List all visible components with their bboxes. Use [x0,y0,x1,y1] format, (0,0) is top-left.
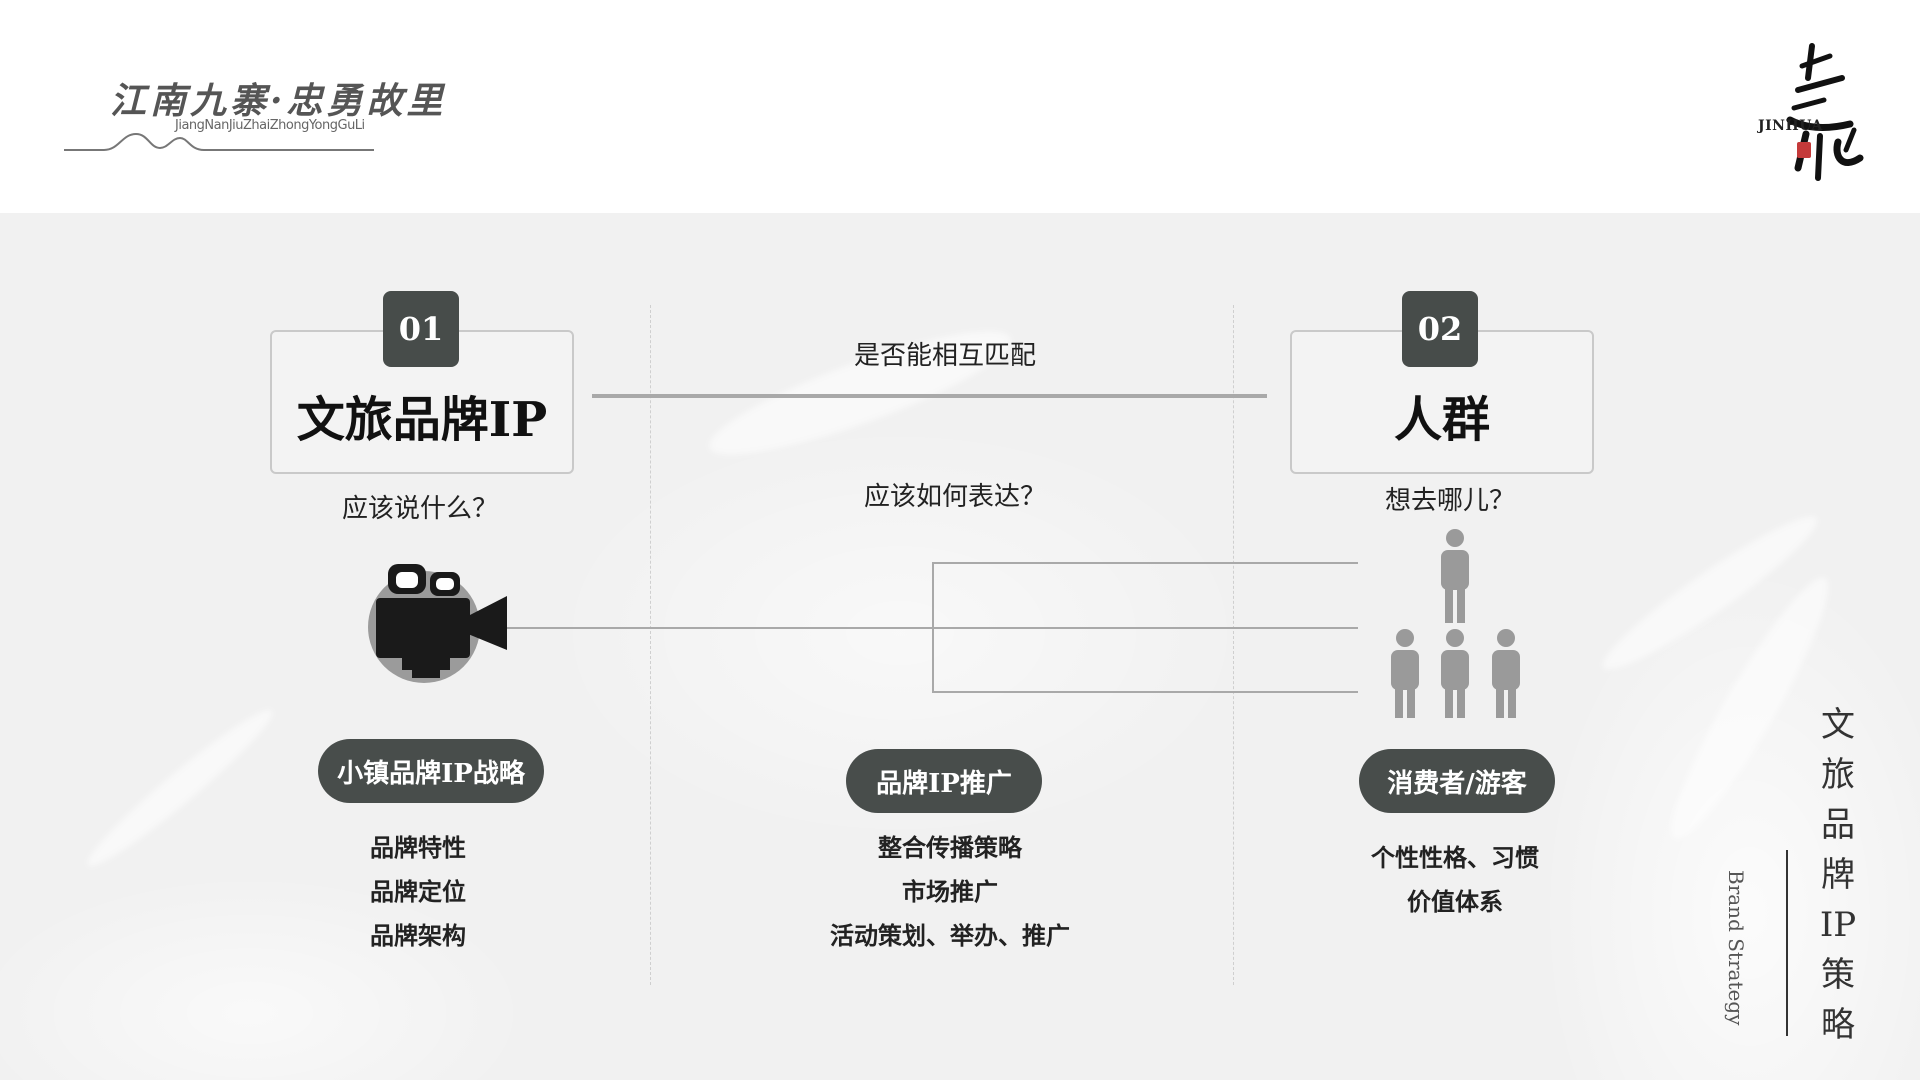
side-title: 文旅品牌IP策略 [1819,705,1857,1045]
list-right: 个性性格、习惯 价值体系 [1330,836,1580,924]
pill-town-ip-strategy: 小镇品牌IP战略 [318,739,544,803]
title-crowd: 人群 [1393,392,1490,448]
logo-subtitle: JiangNanJiuZhaiZhongYongGuLi [175,118,365,133]
side-divider [1786,850,1788,1036]
column-divider [1233,305,1234,985]
list-item: 品牌定位 [370,877,466,906]
list-item: 品牌特性 [370,833,466,862]
list-item: 活动策划、举办、推广 [830,921,1070,950]
list-left: 品牌特性 品牌定位 品牌架构 [318,826,518,958]
question-middle: 应该如何表达？ [863,482,1046,512]
list-item: 价值体系 [1407,887,1503,916]
question-right: 想去哪儿？ [1384,486,1515,516]
list-item: 市场推广 [902,877,998,906]
question-left: 应该说什么？ [341,494,498,524]
column-divider [650,305,651,985]
pill-brand-ip-promotion: 品牌IP推广 [846,749,1042,813]
question-match: 是否能相互匹配 [853,341,1036,371]
match-line [592,394,1267,398]
logo-title: 江南九寨·忠勇故里 [110,80,447,122]
people-group-icon [1391,529,1520,718]
pill-consumer-tourist: 消费者/游客 [1359,749,1555,813]
video-camera-icon [368,564,507,683]
number-badge-02: 02 [1402,291,1478,367]
list-item: 整合传播策略 [878,833,1022,862]
list-item: 个性性格、习惯 [1371,843,1539,872]
side-subtitle: Brand Strategy [1724,870,1748,1026]
header-bar [0,0,1920,213]
mountain-wave-icon [64,132,374,151]
list-middle: 整合传播策略 市场推广 活动策划、举办、推广 [800,826,1100,958]
seal-stamp-icon [1797,142,1811,158]
number-badge-01: 01 [383,291,459,367]
title-brand-ip: 文旅品牌IP [296,392,548,448]
brand-name: JINHUA [1758,118,1823,134]
list-item: 品牌架构 [370,921,466,950]
